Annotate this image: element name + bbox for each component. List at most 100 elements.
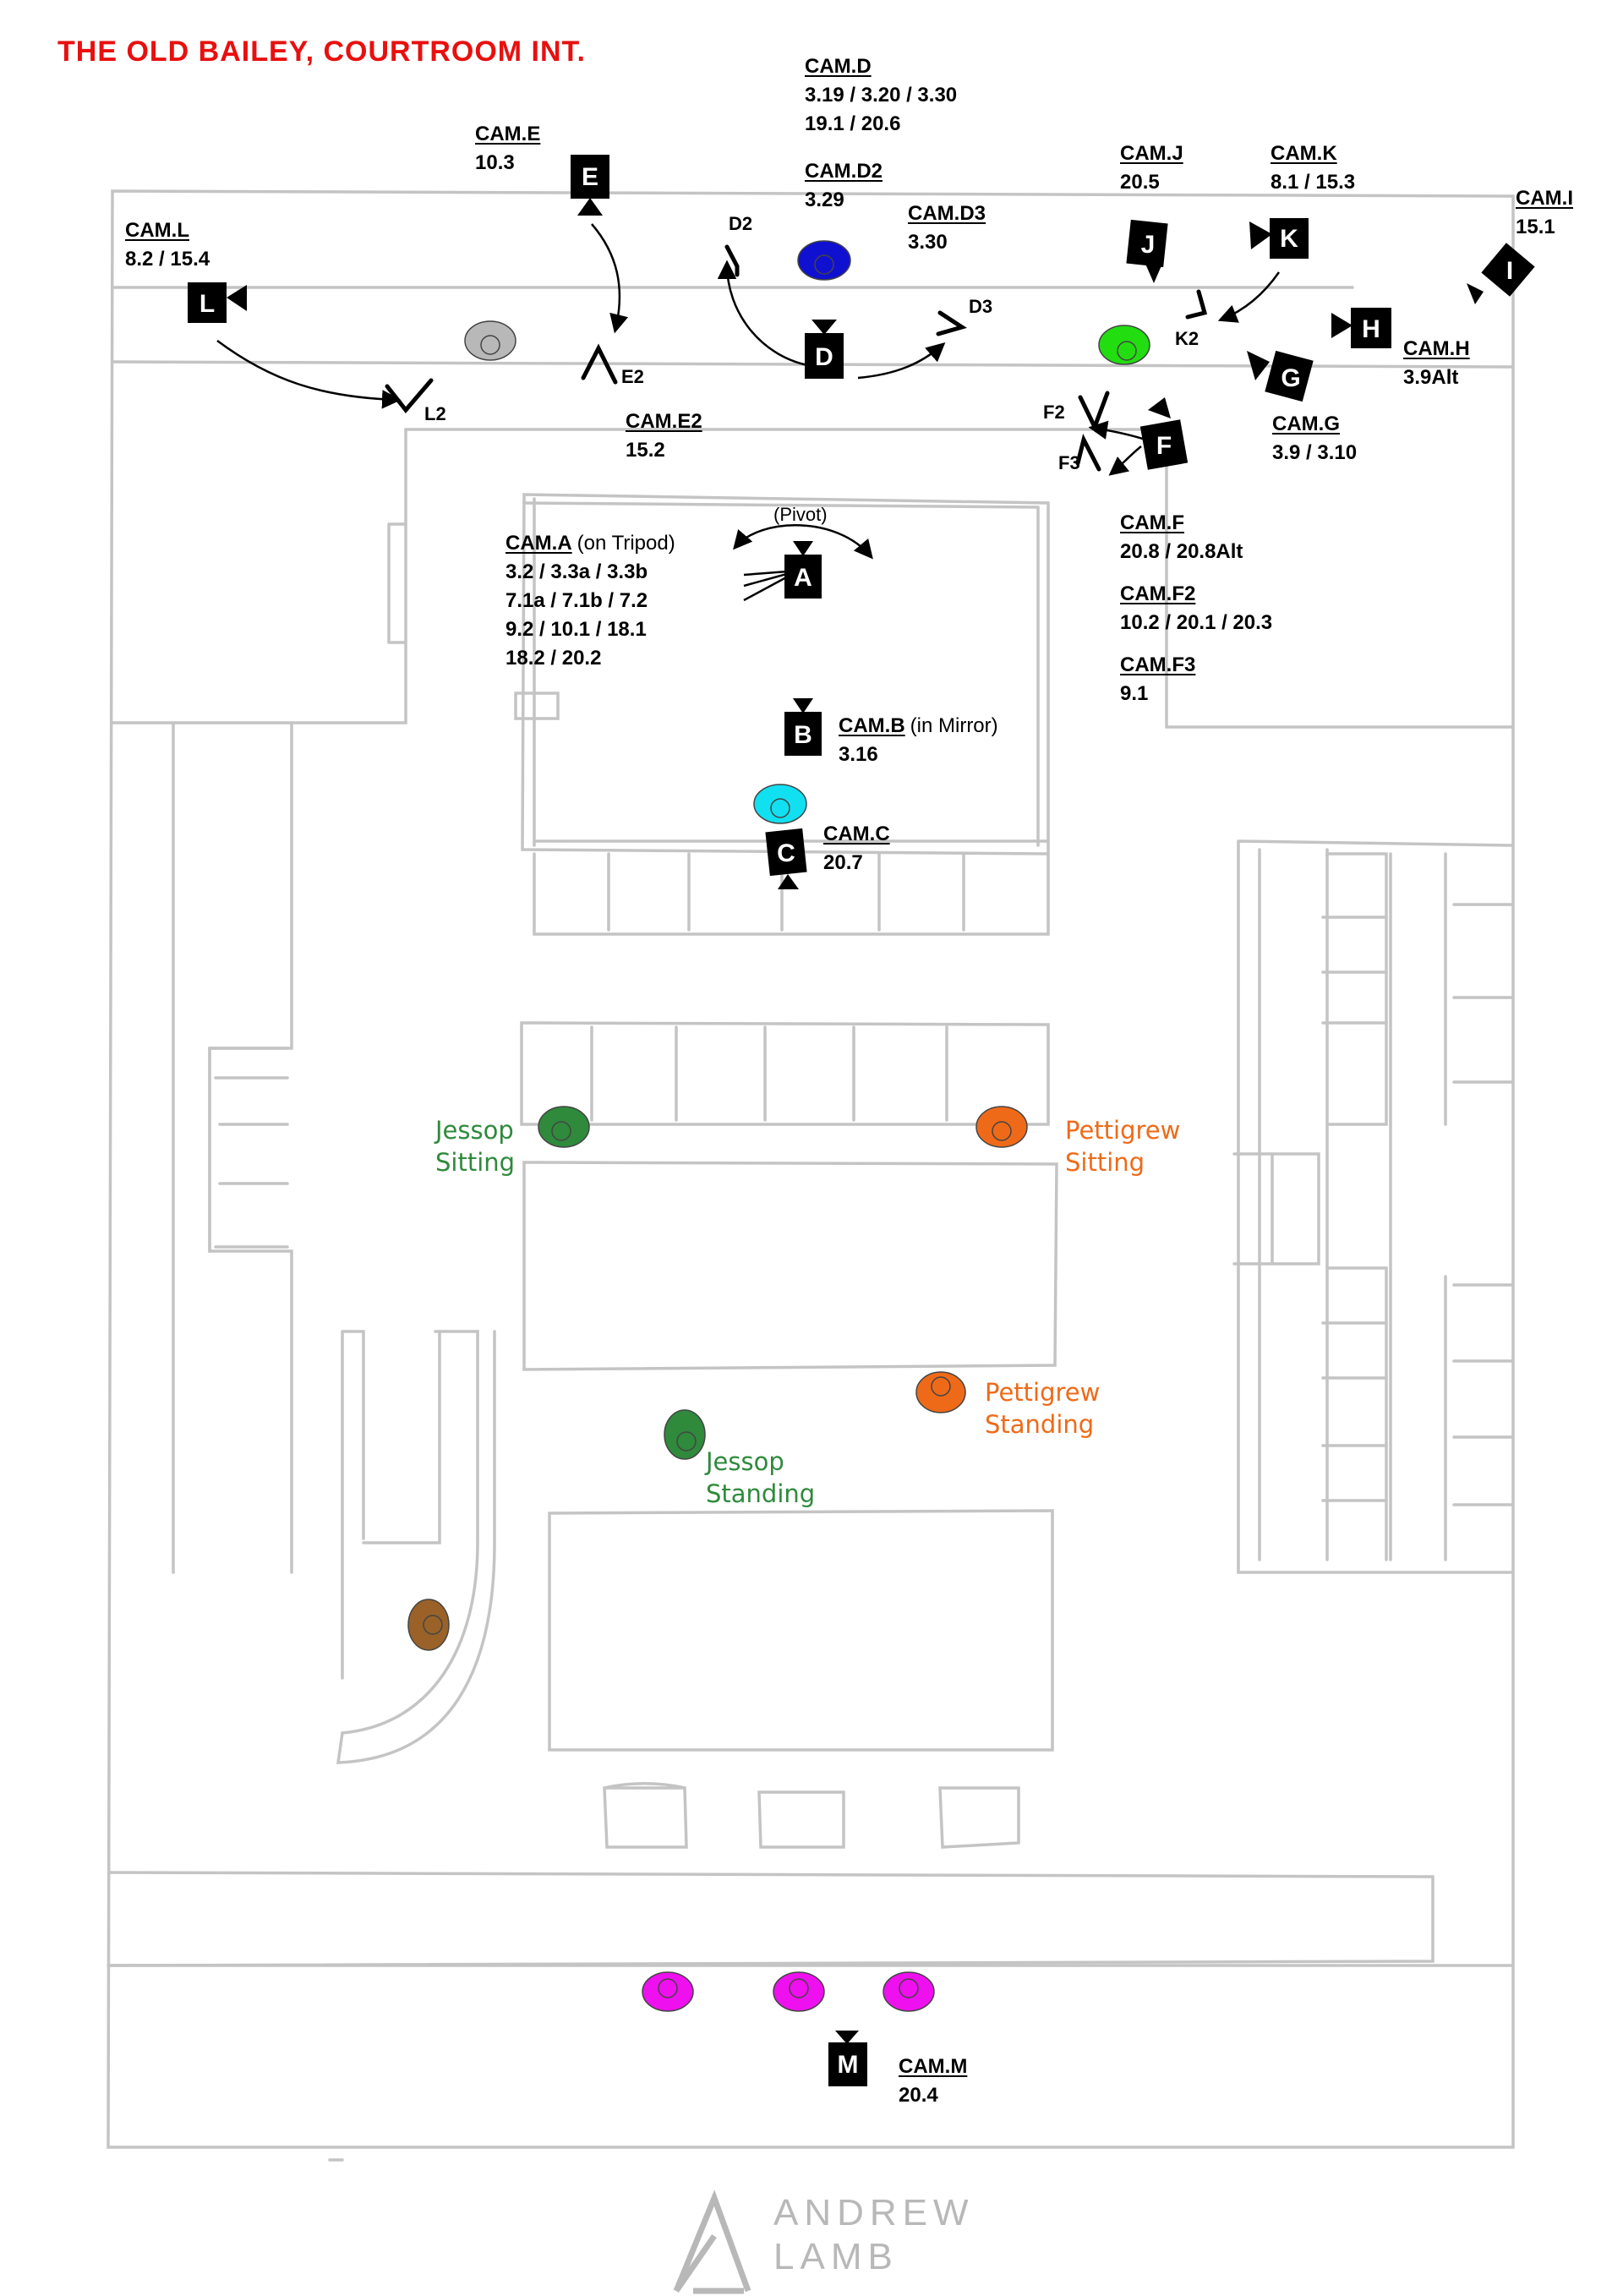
mark-d3: D3 [969,296,993,317]
mark-e2: E2 [621,366,644,387]
pettigrew-sitting-marker [975,1106,1028,1148]
andrew-lamb-logo-mark [673,2189,751,2294]
jessop-standing-marker [664,1409,706,1460]
cam-d3-title: CAM.D3 [908,202,986,225]
andrew-lamb-logo-text: ANDREW LAMB [773,2191,975,2279]
room-walls [107,189,1515,2162]
camera-L-letter: L [199,290,215,318]
cam-j-title: CAM.J [1120,142,1183,165]
cam-i-label: CAM.I 15.1 [1516,184,1573,242]
grey-marker [464,320,516,361]
cam-g-label: CAM.G 3.9 / 3.10 [1272,410,1357,467]
pettigrew-standing-pose: Standing [985,1410,1095,1439]
camera-K-letter: K [1280,225,1298,253]
cam-m-line-1: 20.4 [899,2084,938,2107]
camera-G-letter: G [1281,364,1300,392]
cam-m-label: CAM.M 20.4 [899,2053,967,2110]
cam-a-line-3: 9.2 / 10.1 / 18.1 [505,618,647,641]
camera-J-icon [1126,219,1168,283]
cyan-marker [753,784,807,824]
pettigrew-standing-name: Pettigrew [985,1378,1101,1407]
cam-e-line-1: 10.3 [475,151,515,174]
cam-g-title: CAM.G [1272,413,1340,435]
cam-a-title-row: CAM.A(on Tripod) [505,529,675,558]
cam-e-label: CAM.E 10.3 [475,120,540,178]
camera-B-icon [784,698,822,756]
cam-d-line-2: 19.1 / 20.6 [805,112,901,135]
camera-D-letter: D [815,343,833,371]
jessop-sitting-label: Jessop Sitting [435,1114,515,1178]
cam-h-line-1: 3.9Alt [1403,366,1459,389]
camera-H-icon [1331,308,1391,348]
cam-e2-line-1: 15.2 [626,439,665,462]
cam-a-label: CAM.A(on Tripod) 3.2 / 3.3a / 3.3b 7.1a … [505,529,675,673]
cam-a-title: CAM.A [505,532,572,555]
camera-D-icon [805,320,844,379]
camera-F-icon [1139,397,1189,470]
cam-a-note: (on Tripod) [577,532,675,555]
cam-c-line-1: 20.7 [823,851,863,874]
cam-f2-line-1: 10.2 / 20.1 / 20.3 [1120,611,1273,634]
cam-c-title: CAM.C [823,823,890,845]
cam-f3-label: CAM.F3 9.1 [1120,651,1195,708]
cam-g-line-1: 3.9 / 3.10 [1272,441,1358,464]
cam-e2-title: CAM.E2 [626,410,702,433]
mark-f3: F3 [1058,452,1080,473]
mark-k2: K2 [1175,328,1199,349]
cam-d3-label: CAM.D3 3.30 [908,200,986,257]
logo-line-1: ANDREW [773,2192,975,2233]
cam-k-line-1: 8.1 / 15.3 [1271,171,1356,194]
cam-b-title-row: CAM.B(in Mirror) [839,712,998,741]
cam-l-line-1: 8.2 / 15.4 [125,248,210,271]
cam-d2-title: CAM.D2 [805,160,883,183]
cam-f3-line-1: 9.1 [1120,682,1149,705]
cam-f-label: CAM.F 20.8 / 20.8Alt [1120,509,1243,566]
cam-k-label: CAM.K 8.1 / 15.3 [1271,139,1355,197]
cam-i-line-1: 15.1 [1516,216,1555,238]
camera-F-letter: F [1156,432,1172,460]
cam-e-title: CAM.E [475,123,541,145]
cam-l-title: CAM.L [125,219,189,242]
camera-H-letter: H [1362,315,1380,343]
cam-f3-title: CAM.F3 [1120,653,1196,676]
cam-d3-line-1: 3.30 [908,231,948,254]
jessop-standing-name: Jessop [706,1447,784,1476]
camera-M-letter: M [838,2051,859,2079]
jessop-sitting-pose: Sitting [435,1148,516,1177]
camera-A-letter: A [794,564,812,592]
logo-line-2: LAMB [773,2236,899,2277]
pettigrew-sitting-name: Pettigrew [1065,1116,1181,1145]
brown-marker [407,1599,450,1651]
camera-C-letter: C [777,839,795,867]
camera-G-icon [1247,350,1314,402]
camera-letters: A B C D E F G H I J K L M [199,163,1513,2079]
mark-l2: L2 [424,403,446,424]
camera-E-icon [571,155,609,216]
camera-M-icon [828,2031,867,2086]
camera-E-letter: E [582,163,598,191]
cam-a-line-1: 3.2 / 3.3a / 3.3b [505,560,648,583]
blue-marker [797,240,851,281]
position-markers [407,240,1150,2012]
camera-J-letter: J [1141,231,1156,259]
cam-j-label: CAM.J 20.5 [1120,139,1183,197]
jessop-sitting-marker [538,1106,590,1148]
pettigrew-sitting-label: Pettigrew Sitting [1065,1114,1180,1178]
mark-f2: F2 [1043,402,1065,423]
magenta-marker-2 [773,1971,825,2012]
cam-j-line-1: 20.5 [1120,171,1160,194]
camera-A-icon [784,541,822,599]
camera-I-letter: I [1506,257,1513,285]
cam-d-title: CAM.D [805,55,872,78]
cam-f2-title: CAM.F2 [1120,582,1196,605]
cam-f-title: CAM.F [1120,511,1184,534]
cam-b-line-1: 3.16 [839,743,878,766]
camera-C-icon [765,828,807,889]
cam-d2-line-1: 3.29 [805,189,844,211]
cam-a-line-2: 7.1a / 7.1b / 7.2 [505,589,648,612]
jessop-sitting-name: Jessop [435,1116,514,1145]
lime-marker [1098,325,1150,365]
cam-i-title: CAM.I [1516,187,1573,210]
